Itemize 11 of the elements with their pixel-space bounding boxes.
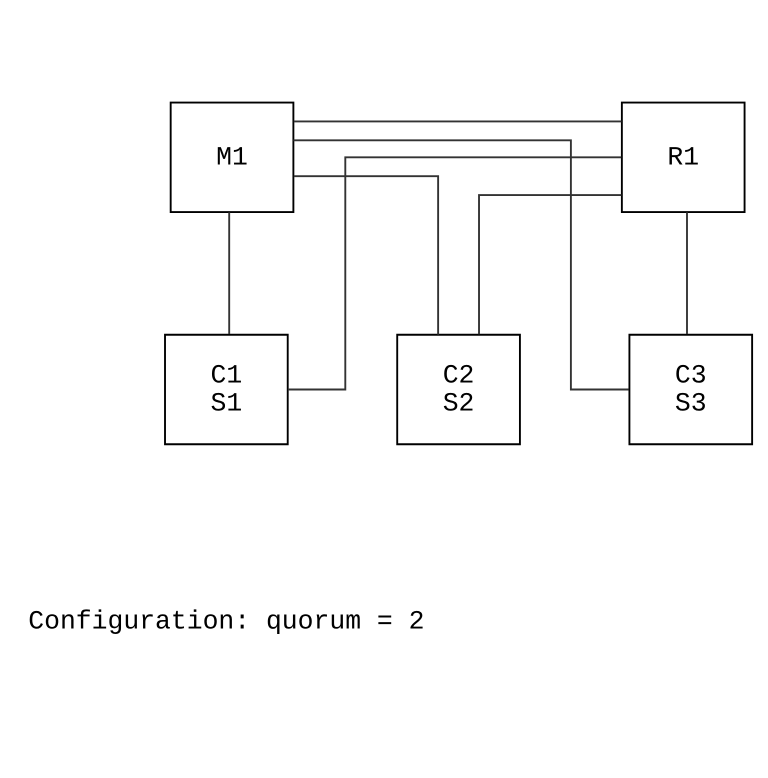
label: Configuration: quorum = 2 (28, 606, 424, 636)
node-box: C3 S3 (628, 333, 754, 445)
node-box: C2 S2 (396, 333, 521, 445)
connector (228, 212, 230, 334)
node-box: R1 (620, 101, 746, 212)
connector (294, 174, 440, 334)
connector (478, 194, 622, 334)
connector (294, 120, 622, 122)
node-box: C1 S1 (164, 333, 289, 445)
connector (686, 212, 688, 334)
node-box: M1 (170, 101, 294, 212)
